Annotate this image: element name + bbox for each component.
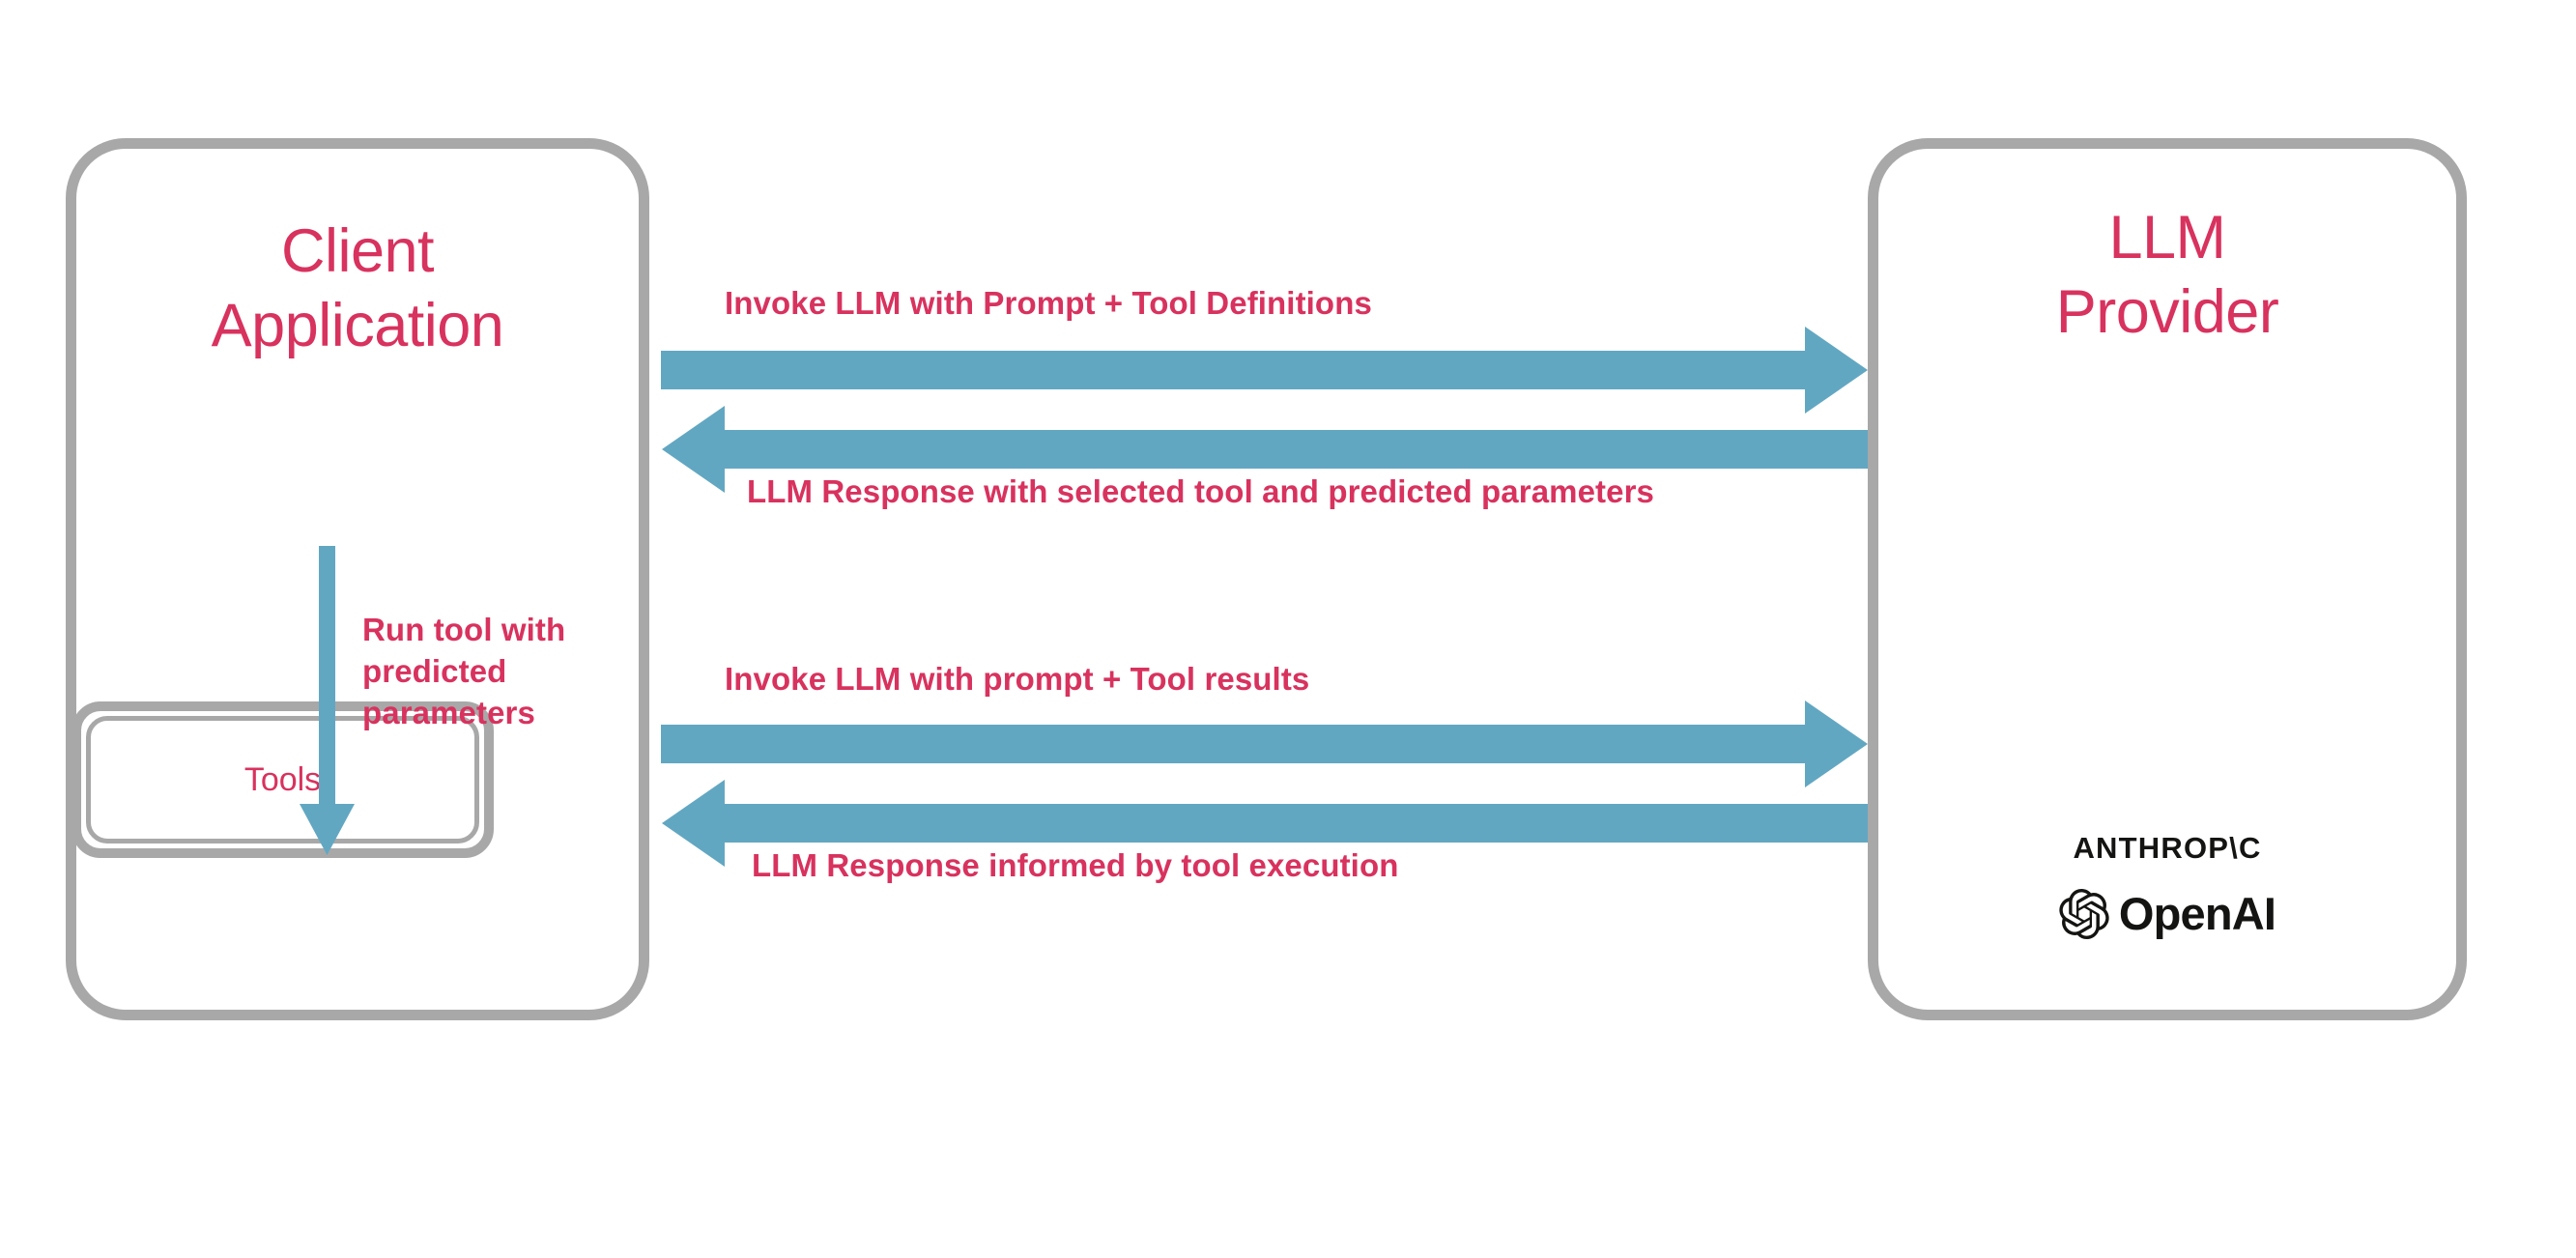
message-label-4: LLM Response informed by tool execution (752, 847, 1399, 883)
provider-logo-group: ANTHROP\C OpenAI (1868, 831, 2467, 940)
message-label-3: Invoke LLM with prompt + Tool results (725, 661, 1310, 697)
llm-provider-title: LLM Provider (2055, 204, 2279, 346)
tools-label: Tools (243, 760, 322, 798)
run-tool-arrow-label: Run tool with predicted parameters (362, 612, 566, 731)
message-label-1: Invoke LLM with Prompt + Tool Definition… (725, 285, 1372, 321)
tools-box[interactable]: Tools (72, 701, 494, 858)
message-arrow-3 (661, 700, 1868, 787)
openai-wordmark: OpenAI (2118, 888, 2276, 939)
client-application-title: Client Application (211, 217, 504, 359)
message-label-2: LLM Response with selected tool and pred… (747, 473, 1654, 509)
message-arrow-1 (661, 327, 1868, 414)
anthropic-logo: ANTHROP\C (2073, 831, 2262, 865)
openai-mark-icon (2059, 888, 2109, 939)
client-application-box (66, 138, 649, 1020)
openai-logo: OpenAI (1868, 887, 2467, 940)
llm-provider-box (1868, 138, 2467, 1020)
